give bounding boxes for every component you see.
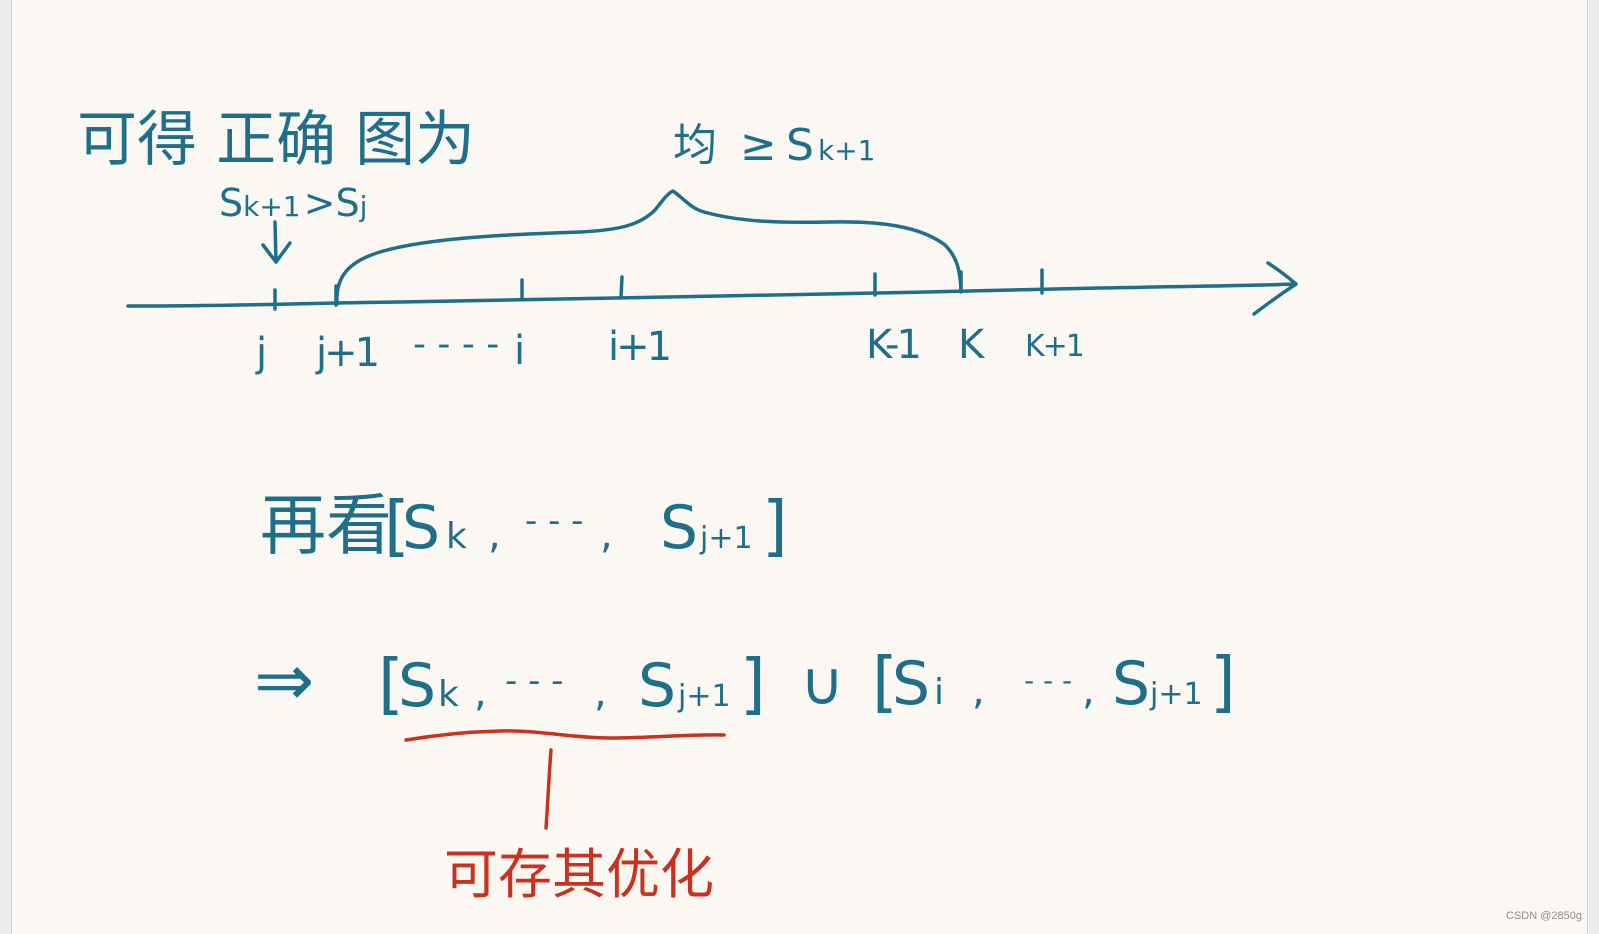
condition-rhs: S [335, 181, 359, 225]
step2-right-dots: - - - [1024, 664, 1072, 697]
step1-last-subscript: j+1 [699, 521, 753, 556]
step2-right-separator-1: , [972, 668, 985, 714]
step2-right-first-subscript: i [934, 672, 944, 713]
step2-left-first-term: S [398, 651, 436, 721]
tick-label-k-minus-1: K-1 [866, 322, 919, 368]
step1-close-bracket: ] [762, 487, 788, 564]
tick-label-i: i [514, 328, 522, 374]
brace-label-prefix: 均 [673, 120, 717, 171]
step2-left-dots: - - - [505, 661, 563, 701]
condition-lhs: S [219, 181, 243, 225]
step2-left-close-bracket: ] [740, 645, 766, 722]
brace-label-term: S [786, 120, 814, 171]
step2-left-first-subscript: k [438, 674, 459, 715]
step2-right-close-bracket: ] [1210, 643, 1236, 720]
step2-left-last-subscript: j+1 [677, 679, 731, 714]
brace-label-operator: ≥ [740, 120, 777, 171]
condition-operator: > [304, 181, 336, 225]
red-note: 可存其优化 [444, 843, 714, 906]
implies-symbol: ⇒ [254, 638, 314, 722]
step2-right-separator-2: , [1082, 668, 1095, 714]
step1-prefix: 再看 [260, 487, 392, 564]
note-title: 可得 正确 图为 [77, 105, 475, 175]
down-arrow-icon [261, 220, 292, 264]
tick-i-plus-1 [619, 275, 624, 299]
tick-label-j: j [255, 330, 264, 376]
step1-first-subscript: k [446, 516, 467, 557]
range-brace [335, 189, 963, 306]
red-underline [404, 729, 726, 742]
step2-right-last-subscript: j+1 [1149, 677, 1203, 712]
step1-separator-2: , [600, 512, 613, 558]
watermark: CSDN @2850g [1506, 910, 1582, 922]
condition-lhs-subscript: k+1 [243, 190, 301, 223]
number-line-arrowhead-icon [1252, 261, 1298, 316]
condition-rhs-subscript: j [359, 190, 368, 223]
union-symbol: ∪ [800, 649, 844, 719]
step2-right-last-term: S [1112, 649, 1150, 719]
tick-label-j-plus-1: j+1 [315, 330, 377, 376]
step2-right-open-bracket: [ [872, 643, 898, 720]
right-page-edge [1587, 0, 1599, 934]
tick-ellipsis: - - - - [413, 324, 499, 365]
step2-left-separator-2: , [594, 670, 607, 716]
step1-separator-1: , [488, 512, 501, 558]
red-pointer-line [544, 748, 553, 830]
tick-label-i-plus-1: i+1 [608, 324, 669, 370]
condition-label: Sk+1>Sj [219, 181, 367, 225]
step2-left-set: [Sk,- - -,Sj+1] [378, 645, 766, 722]
tick-label-k: K [958, 322, 986, 368]
brace-label-subscript: k+1 [818, 134, 876, 167]
step2-left-separator-1: , [474, 670, 487, 716]
step2-right-first-term: S [892, 649, 930, 719]
implies-arrow: ⇒ [254, 638, 314, 722]
step2-left-open-bracket: [ [378, 645, 404, 722]
step1-dots: - - - [525, 501, 583, 541]
tick-label-k-plus-1: K+1 [1025, 329, 1083, 364]
left-page-edge [0, 0, 12, 934]
step1-last-term: S [660, 493, 698, 563]
step2-left-last-term: S [638, 651, 676, 721]
number-line [126, 282, 1296, 308]
step1-first-term: S [402, 493, 440, 563]
step1-open-bracket: [ [384, 487, 410, 564]
